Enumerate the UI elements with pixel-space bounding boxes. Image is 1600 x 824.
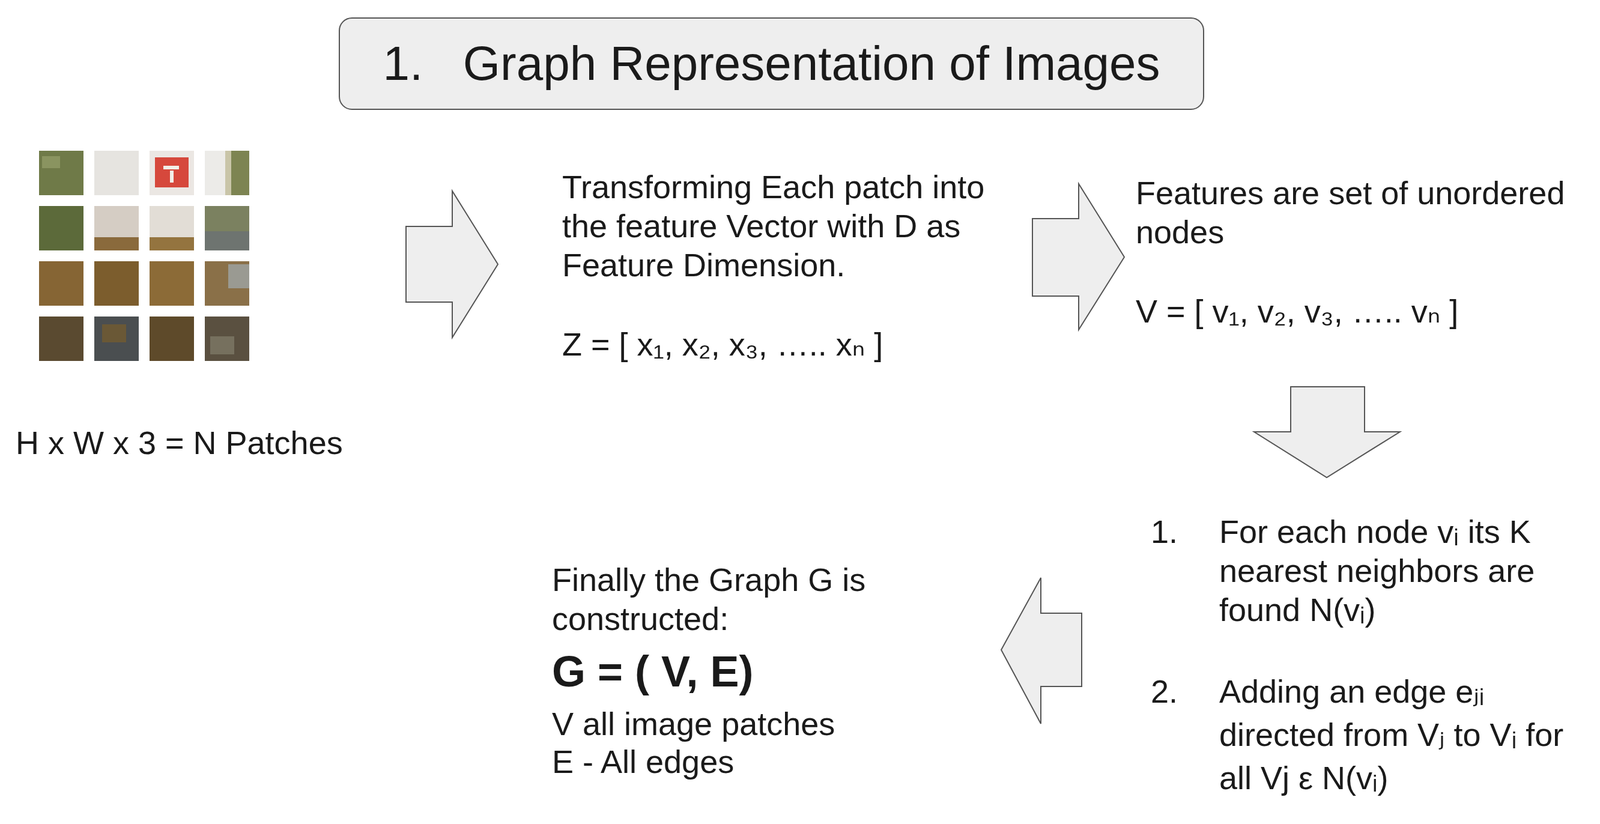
formula: Z = [ x₁, x₂, x₃, ….. xₙ ] bbox=[562, 324, 1019, 364]
block-arrow bbox=[1254, 386, 1400, 478]
list-number: 2. bbox=[1150, 669, 1205, 713]
title-box: 1. Graph Representation of Images bbox=[338, 17, 1205, 110]
formula: G = ( V, E) bbox=[551, 646, 973, 698]
formula: V = [ v₁, v₂, v₃, ….. vₙ ] bbox=[1135, 291, 1581, 331]
step-text: For each node vᵢ its K nearest neighbors… bbox=[1219, 512, 1580, 630]
note-text: E - All edges bbox=[551, 742, 973, 782]
note-text: V all image patches bbox=[551, 704, 973, 744]
step-text: Transforming Each patch into the feature… bbox=[562, 167, 1007, 285]
step-text: Adding an edge eⱼᵢ directed from Vⱼ to V… bbox=[1219, 669, 1592, 800]
block-arrow bbox=[406, 190, 498, 338]
block-arrow bbox=[1001, 577, 1082, 724]
title: 1. Graph Representation of Images bbox=[382, 37, 1160, 91]
image-patches bbox=[39, 150, 250, 361]
step-text: Features are set of unordered nodes bbox=[1135, 173, 1581, 252]
list-number: 1. bbox=[1150, 512, 1205, 552]
patch-count-label: H x W x 3 = N Patches bbox=[15, 423, 400, 463]
block-arrow bbox=[1032, 183, 1125, 330]
step-text: Finally the Graph G is constructed: bbox=[551, 560, 889, 639]
